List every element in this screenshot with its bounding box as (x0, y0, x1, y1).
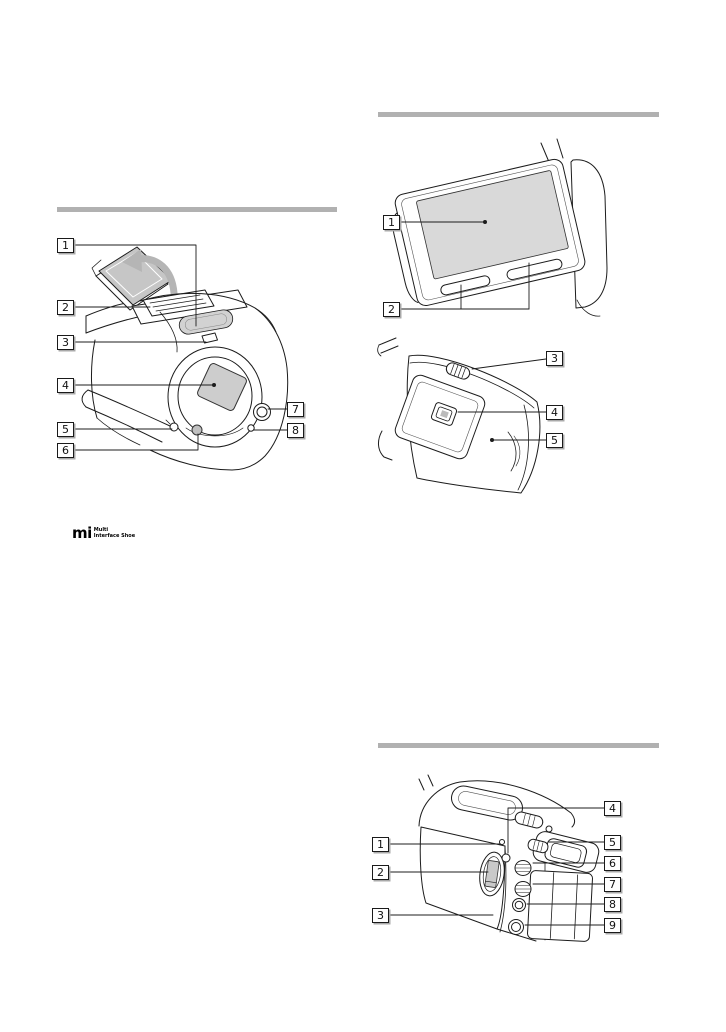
callout-front-2: 2 (57, 300, 74, 315)
callout-side-3: 3 (546, 351, 563, 366)
rear-view-illustration (418, 774, 600, 942)
mi-logo-line2: Interface Shoe (93, 532, 136, 539)
callout-front-7: 7 (287, 402, 304, 417)
callout-rear-4: 4 (604, 801, 621, 816)
callout-rear-1: 1 (372, 837, 389, 852)
front-view-illustration (81, 246, 289, 471)
leader-lines-front (72, 244, 288, 451)
callout-rear-9: 9 (604, 918, 621, 933)
callout-rear-8: 8 (604, 897, 621, 912)
callout-side-5: 5 (546, 433, 563, 448)
leader-lines-rear (387, 807, 605, 926)
callout-front-8: 8 (287, 423, 304, 438)
callout-front-1: 1 (57, 238, 74, 253)
mi-logo-symbol: mi (72, 524, 92, 542)
callout-front-5: 5 (57, 422, 74, 437)
callout-rear-3: 3 (372, 908, 389, 923)
callout-lcd-1: 1 (383, 215, 400, 230)
callout-rear-6: 6 (604, 856, 621, 871)
callout-rear-2: 2 (372, 865, 389, 880)
callout-rear-7: 7 (604, 877, 621, 892)
section-divider-left (57, 207, 337, 212)
section-divider-right-top (378, 112, 659, 117)
callout-front-4: 4 (57, 378, 74, 393)
callout-side-4: 4 (546, 405, 563, 420)
callout-front-3: 3 (57, 335, 74, 350)
open-direction-arrow (122, 249, 142, 272)
leader-lines-side (457, 358, 547, 442)
lcd-view-illustration (392, 138, 608, 317)
callout-lcd-2: 2 (383, 302, 400, 317)
callout-rear-5: 5 (604, 835, 621, 850)
leader-lines-lcd (397, 220, 530, 310)
mi-logo-line1: Multi (93, 527, 109, 533)
callout-front-6: 6 (57, 443, 74, 458)
side-view-illustration (377, 337, 541, 494)
section-divider-right-bottom (378, 743, 659, 748)
